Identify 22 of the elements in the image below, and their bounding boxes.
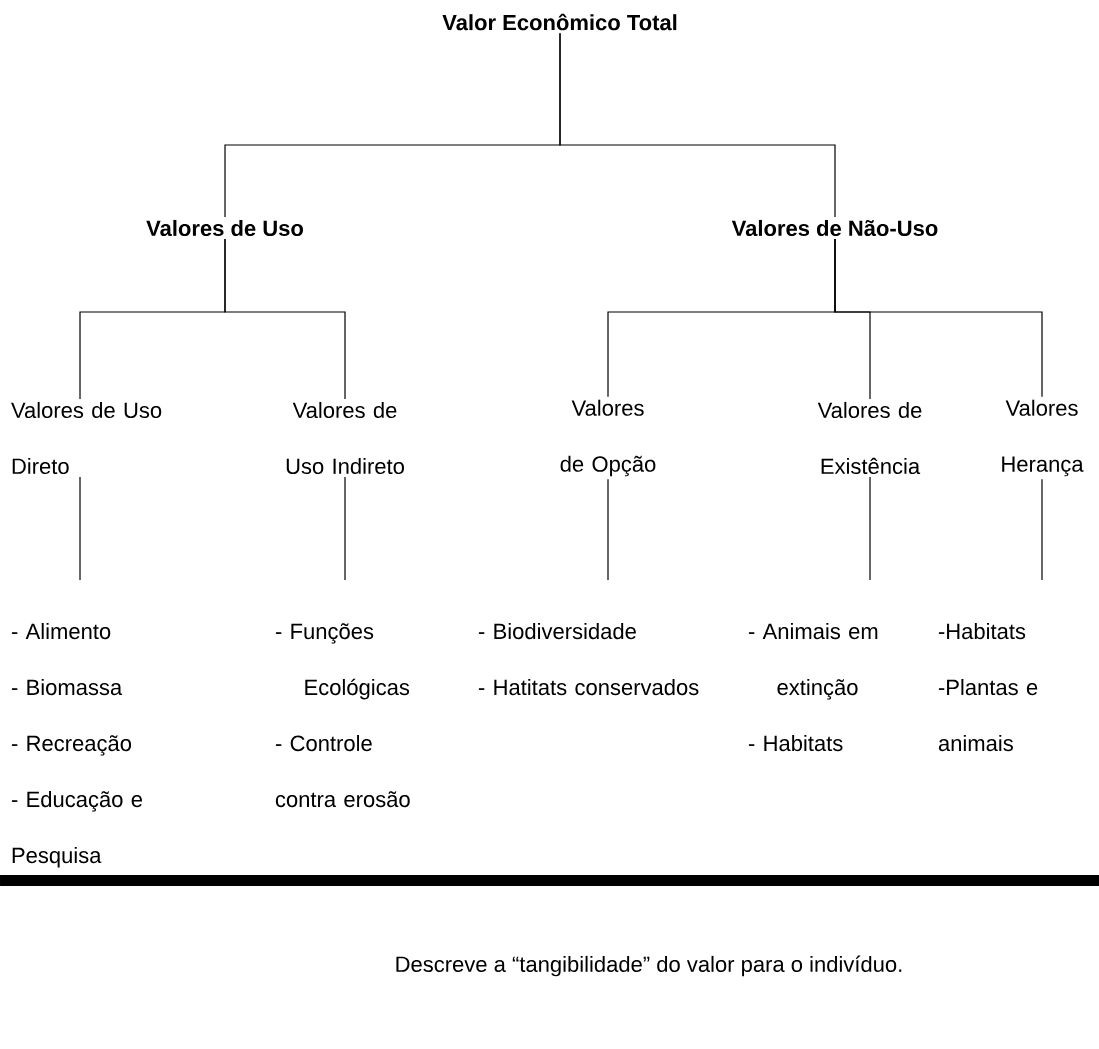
category-text: Valores de Opção xyxy=(560,399,656,477)
category-text: Valores de Uso Direto xyxy=(11,401,162,475)
item-list: - Animais em extinção - Habitats xyxy=(748,623,878,752)
category-text: Valores Herança xyxy=(1002,399,1084,477)
heading-text: Valor Econômico Total xyxy=(442,13,677,31)
category-text: Valores de Existência xyxy=(817,401,922,475)
connector-line xyxy=(224,238,346,400)
heading-text: Valores de Uso xyxy=(146,219,303,237)
connector-line xyxy=(559,32,836,218)
item-list: - Alimento - Biomassa - Recreação - Educação e Pesquisa xyxy=(11,623,142,868)
item-list: - Funções Ecológicas - Controle contra erosão xyxy=(275,623,410,808)
connector-line xyxy=(869,476,871,581)
heading-text: Valores de Não-Uso xyxy=(731,219,938,237)
item-list: - Biodiversidade - Hatitats conservados xyxy=(478,623,699,696)
connector-line xyxy=(607,478,609,581)
connector-line xyxy=(834,238,1043,398)
connector-line xyxy=(344,476,346,581)
connector-line xyxy=(1041,478,1043,581)
item-list: -Habitats -Plantas e animais xyxy=(938,623,1038,752)
connector-line xyxy=(79,476,81,581)
caption-text: Descreve a “tangibilidade” do valor para o indivíduo. xyxy=(396,955,902,977)
category-text: Valores de Uso Indireto xyxy=(286,401,404,475)
